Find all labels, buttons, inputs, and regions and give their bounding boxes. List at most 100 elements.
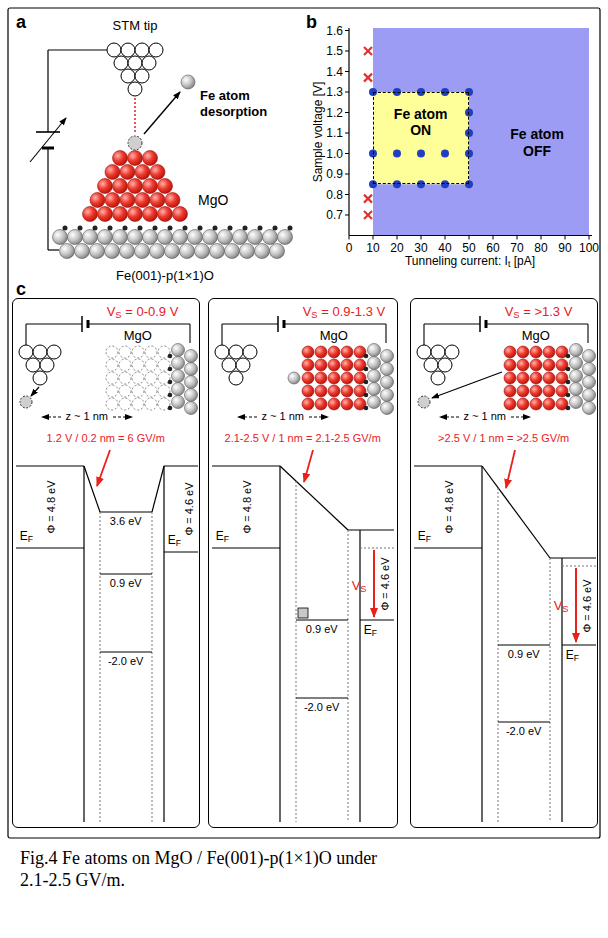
mgo-atom xyxy=(90,193,105,208)
mgo-atom xyxy=(315,385,327,397)
oxygen-atom xyxy=(243,226,248,231)
desorption-arrow xyxy=(144,92,180,134)
panel-letter: c xyxy=(16,279,26,301)
substrate-atom xyxy=(225,244,240,259)
vacuum-slope xyxy=(152,466,164,512)
substrate-atom xyxy=(583,389,596,402)
substrate-atom xyxy=(172,383,185,396)
node-text: -2.0 eV xyxy=(506,725,541,738)
tick-label: 70 xyxy=(510,241,523,255)
oxygen-atom xyxy=(168,393,173,398)
mgo-atom xyxy=(530,359,542,371)
wire xyxy=(587,324,588,343)
node-text: z ~ 1 nm xyxy=(65,410,108,423)
oxygen-atom xyxy=(364,393,369,398)
oxygen-atom xyxy=(78,226,83,231)
reference-level xyxy=(360,548,394,549)
node-text: Fe atom OFF xyxy=(506,126,568,160)
mgo-atom xyxy=(143,179,158,194)
node-text: Φ = 4.6 eV xyxy=(183,482,196,535)
node-text: Φ = 4.6 eV xyxy=(379,557,392,610)
tick xyxy=(589,236,590,240)
oxygen-atom xyxy=(288,226,293,231)
oxygen-atom xyxy=(138,226,143,231)
tip-atom xyxy=(47,345,61,359)
x-mark xyxy=(364,211,372,219)
substrate-atom xyxy=(188,230,203,245)
node-text: 0.9 eV xyxy=(306,623,338,636)
tip-atom xyxy=(121,69,135,83)
oxygen-atom xyxy=(198,226,203,231)
node-text: EF xyxy=(168,533,181,547)
substrate-atom xyxy=(583,363,596,376)
node-text: EF xyxy=(566,648,579,662)
tip-atom xyxy=(19,345,33,359)
part-label: Fe(001)-p(1×1)O xyxy=(116,268,214,284)
mgo-atom xyxy=(302,385,314,397)
wire xyxy=(221,324,222,345)
substrate-atom xyxy=(105,244,120,259)
mgo-atom xyxy=(128,151,143,166)
oxygen-atom xyxy=(213,226,218,231)
tip-atom xyxy=(121,43,135,57)
fermi-level xyxy=(164,551,198,552)
node-text: 3.6 eV xyxy=(110,515,142,528)
tick xyxy=(345,112,349,113)
mgo-atom xyxy=(173,207,188,222)
battery-plate xyxy=(277,316,279,332)
vacuum-slope xyxy=(84,466,100,512)
substrate-atom xyxy=(583,350,596,363)
substrate-atom xyxy=(120,244,135,259)
figure-caption: Fig.4 Fe atoms on MgO / Fe(001)-p(1×1)O … xyxy=(20,848,390,891)
mgo-atom xyxy=(504,372,516,384)
tick xyxy=(345,51,349,52)
tip-atom xyxy=(438,358,452,372)
substrate-atom xyxy=(570,344,583,357)
tick xyxy=(493,236,494,240)
node-text: EF xyxy=(418,529,431,543)
oxygen-atom xyxy=(93,226,98,231)
node-text: VS xyxy=(352,578,367,594)
mgo-atom xyxy=(132,398,144,410)
data-point xyxy=(465,129,473,137)
node-text: Φ = 4.8 eV xyxy=(443,480,456,533)
tip-atom xyxy=(114,56,128,70)
band-level xyxy=(100,573,152,574)
variable-arrow xyxy=(30,118,66,162)
substrate-surface xyxy=(359,530,360,822)
fermi-level xyxy=(360,619,394,620)
substrate-atom xyxy=(570,383,583,396)
tick xyxy=(373,236,374,240)
dimension-arrow xyxy=(113,417,132,418)
mgo-atom xyxy=(517,398,529,410)
tick-label: 1.1 xyxy=(326,126,343,140)
node-text: >2.5 V / 1 nm = >2.5 GV/m xyxy=(438,432,569,445)
band-level xyxy=(296,697,348,698)
oxygen-atom xyxy=(123,226,128,231)
tick-label: 50 xyxy=(462,241,475,255)
substrate-atom xyxy=(185,376,198,389)
node-text: 0.9 eV xyxy=(110,577,142,590)
node-text: VS = 0.9-1.3 V xyxy=(303,304,385,320)
axis-title: Sample voltage [V] xyxy=(311,82,325,183)
tip-atom xyxy=(149,43,163,57)
mgo-atom xyxy=(113,179,128,194)
substrate-atom xyxy=(263,230,278,245)
substrate-atom xyxy=(113,230,128,245)
mgo-atom xyxy=(119,359,131,371)
node-text: 1.2 V / 0.2 nm = 6 GV/m xyxy=(47,432,165,445)
data-point xyxy=(441,150,449,158)
data-point xyxy=(393,180,401,188)
tick xyxy=(421,236,422,240)
mgo-atom xyxy=(106,385,118,397)
substrate-atom xyxy=(185,363,198,376)
tick-label: 1.2 xyxy=(326,106,343,120)
substrate-atom xyxy=(158,230,173,245)
wire xyxy=(385,324,386,343)
mgo-atom xyxy=(143,151,158,166)
substrate-atom xyxy=(75,244,90,259)
tick-label: 0 xyxy=(346,241,353,255)
substrate-atom xyxy=(90,244,105,259)
battery-plate xyxy=(81,316,83,332)
substrate-atom xyxy=(185,402,198,415)
